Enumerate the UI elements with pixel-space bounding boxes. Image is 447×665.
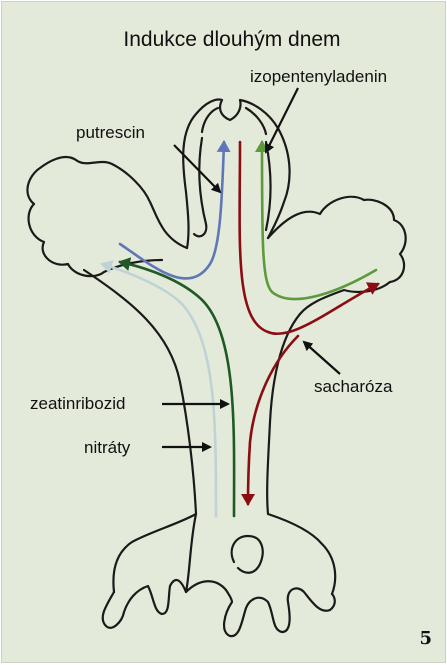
page-number: 5 bbox=[419, 628, 432, 649]
putrescin-flow bbox=[120, 142, 224, 278]
apex-inner-left bbox=[194, 138, 206, 236]
sacharoza-annotation: sacharóza bbox=[304, 342, 393, 396]
sacharoza-pointer bbox=[304, 342, 340, 374]
zeatinribozid-annotation: zeatinribozid bbox=[30, 394, 228, 413]
putrescin-annotation: putrescin bbox=[76, 123, 220, 192]
putrescin-label: putrescin bbox=[76, 123, 145, 142]
left-leaf-outline bbox=[27, 157, 187, 276]
apex-inner-right bbox=[266, 142, 271, 230]
right-leaf-outline bbox=[268, 197, 406, 314]
stem-left-outline bbox=[84, 270, 196, 592]
izopentenyladenin-flow bbox=[262, 142, 376, 299]
nitraty-flow bbox=[102, 264, 216, 516]
zeatinribozid-label: zeatinribozid bbox=[30, 394, 125, 413]
nitraty-label: nitráty bbox=[84, 438, 131, 457]
izopentenyladenin-label: izopentenyladenin bbox=[250, 67, 387, 86]
sacharoza-label: sacharóza bbox=[314, 377, 393, 396]
stem-right-outline bbox=[267, 314, 335, 594]
izopentenyladenin-annotation: izopentenyladenin bbox=[250, 67, 387, 152]
sacharoza-down-flow bbox=[248, 336, 298, 504]
diagram-title: Indukce dlouhým dnem bbox=[123, 28, 340, 51]
putrescin-pointer bbox=[174, 145, 220, 192]
root-outline bbox=[103, 536, 335, 636]
transport-flows bbox=[102, 142, 378, 516]
plant-outline bbox=[27, 100, 405, 637]
